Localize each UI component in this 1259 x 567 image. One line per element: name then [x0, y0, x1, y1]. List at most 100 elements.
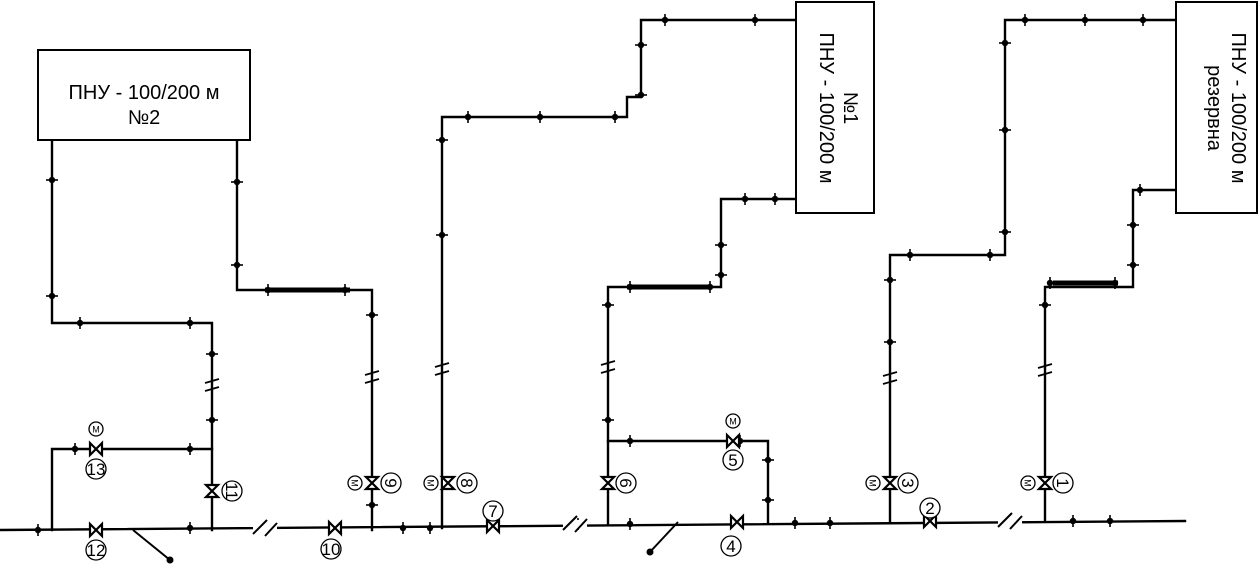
pipe-support: [1111, 277, 1119, 289]
valve-number-circle: [221, 480, 243, 502]
pipe-break: [1037, 363, 1053, 377]
support-dot: [1001, 228, 1009, 236]
support-dot: [1106, 517, 1114, 525]
valve-number: 5: [728, 451, 737, 470]
motor-circle: [725, 413, 741, 429]
thick-sections: [265, 280, 1118, 293]
unit-box-pnu2: ПНУ - 100/200 м №2: [37, 49, 251, 141]
check-valve: [997, 512, 1023, 530]
unit-box-pnu-reserve-line-2: резервна: [1203, 65, 1225, 152]
pipe-support: [626, 518, 634, 530]
support-dot: [464, 113, 472, 121]
pipe-support: [231, 261, 243, 269]
support-dot: [368, 311, 376, 319]
pipe-support: [264, 284, 272, 296]
pipe-breaks: [204, 360, 1053, 392]
support-dot: [706, 283, 714, 291]
valve-body: [1036, 475, 1054, 491]
pipe-support: [46, 292, 58, 300]
valve-number-circle: [482, 500, 504, 522]
support-dot: [1069, 517, 1077, 525]
pipe-support: [999, 126, 1011, 134]
pipe-support: [464, 111, 472, 123]
pipe-support: [906, 249, 914, 261]
valve-5: 5M: [722, 413, 744, 471]
support-dot: [1041, 301, 1049, 309]
valve-number: 8: [457, 478, 476, 487]
support-dot: [611, 113, 619, 121]
support-dot: [717, 271, 725, 279]
pipe-segment: [235, 138, 374, 532]
support-dot: [604, 301, 612, 309]
pipe-break: [600, 360, 616, 374]
valve-number: 6: [616, 478, 635, 487]
motor-label: M: [92, 425, 100, 435]
valve-7: 7: [482, 500, 504, 535]
unit-box-pnu2-line-2: №2: [128, 107, 161, 129]
valve-body: [439, 475, 457, 491]
unit-box-pnu1-line-2: №1: [839, 92, 861, 125]
pipe-support: [635, 91, 647, 99]
drain-line: [649, 521, 679, 553]
valve-2: 2: [919, 497, 941, 530]
support-dot: [717, 241, 725, 249]
support-dot: [426, 524, 434, 532]
pipe-segment: [440, 18, 798, 530]
valve-number: 11: [222, 482, 241, 500]
check-valve-gap: [253, 524, 277, 532]
drain-line: [132, 529, 171, 561]
pipe-support: [186, 443, 194, 455]
support-dot: [76, 319, 84, 327]
pipe-support: [999, 39, 1011, 47]
pipe-support: [399, 522, 407, 534]
pipe-support: [1021, 14, 1029, 26]
pipe-support: [826, 517, 834, 529]
support-dot: [1046, 279, 1054, 287]
pipe-support: [1127, 221, 1139, 229]
motor-label: M: [1023, 479, 1033, 487]
support-dot: [48, 176, 56, 184]
support-dot: [626, 520, 634, 528]
support-dot: [626, 437, 634, 445]
pipe-support: [206, 350, 218, 358]
break-stroke: [600, 368, 616, 374]
support-dot: [399, 524, 407, 532]
support-dot: [886, 338, 894, 346]
break-stroke: [1037, 371, 1053, 377]
pipe-support: [366, 501, 378, 509]
pipe-support: [536, 111, 544, 123]
valve-body: [88, 440, 104, 458]
pipe-segment: [0, 519, 1187, 532]
pipe-break: [204, 378, 220, 392]
pipe-segment: [606, 439, 770, 524]
support-dot: [771, 195, 779, 203]
valve-13: 13M: [85, 421, 107, 480]
support-dot: [751, 16, 759, 24]
pipe-support: [706, 281, 714, 293]
valve-body: [327, 519, 343, 537]
pipe-support: [1039, 301, 1051, 309]
pipe-support: [436, 136, 448, 144]
break-stroke: [204, 386, 220, 392]
pipe-support: [231, 178, 243, 186]
check-valve-stroke: [264, 522, 278, 537]
valve-number-circle: [85, 539, 107, 561]
check-valve-gap: [998, 517, 1022, 525]
break-stroke: [204, 378, 220, 384]
valve-number: 2: [925, 499, 934, 518]
valve-6: 6: [599, 472, 637, 494]
motor-label: M: [868, 479, 878, 487]
pipe-support: [186, 317, 194, 329]
valve-number-circle: [1052, 472, 1074, 494]
support-dot: [637, 91, 645, 99]
support-dot: [1129, 261, 1137, 269]
check-valve-gap: [563, 520, 587, 528]
pipe-support: [1069, 515, 1077, 527]
pipe-support: [602, 416, 614, 424]
pipe-support: [206, 416, 218, 424]
check-valve: [252, 519, 278, 537]
unit-box-pnu1-line-1: ПНУ - 100/200 м: [815, 33, 837, 184]
valve-number-circle: [720, 535, 742, 557]
check-valves: [132, 512, 1023, 564]
